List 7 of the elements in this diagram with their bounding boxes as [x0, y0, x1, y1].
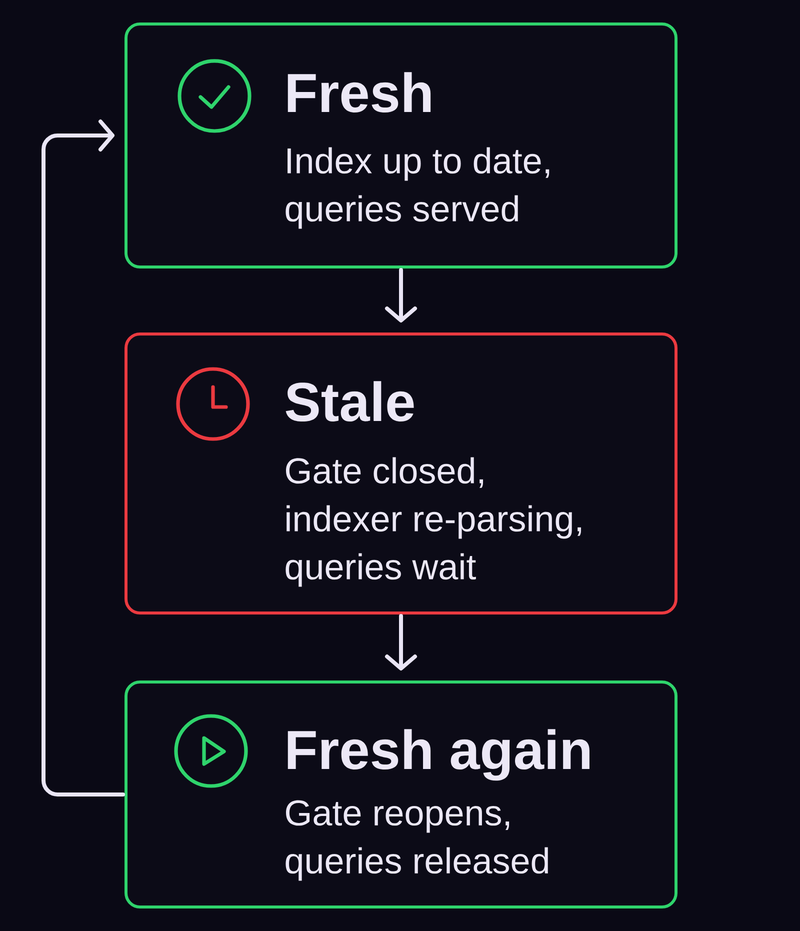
- state-title: Fresh again: [288, 729, 590, 781]
- state-title: Fresh: [288, 72, 431, 113]
- state-description: Gate closed, indexer re-parsing, queries wait: [286, 457, 582, 587]
- state-description: Gate reopens, queries released: [286, 800, 548, 881]
- arrow: [42, 120, 125, 796]
- state-description: Index up to date, queries served: [286, 147, 550, 229]
- state-title: Stale: [286, 381, 414, 422]
